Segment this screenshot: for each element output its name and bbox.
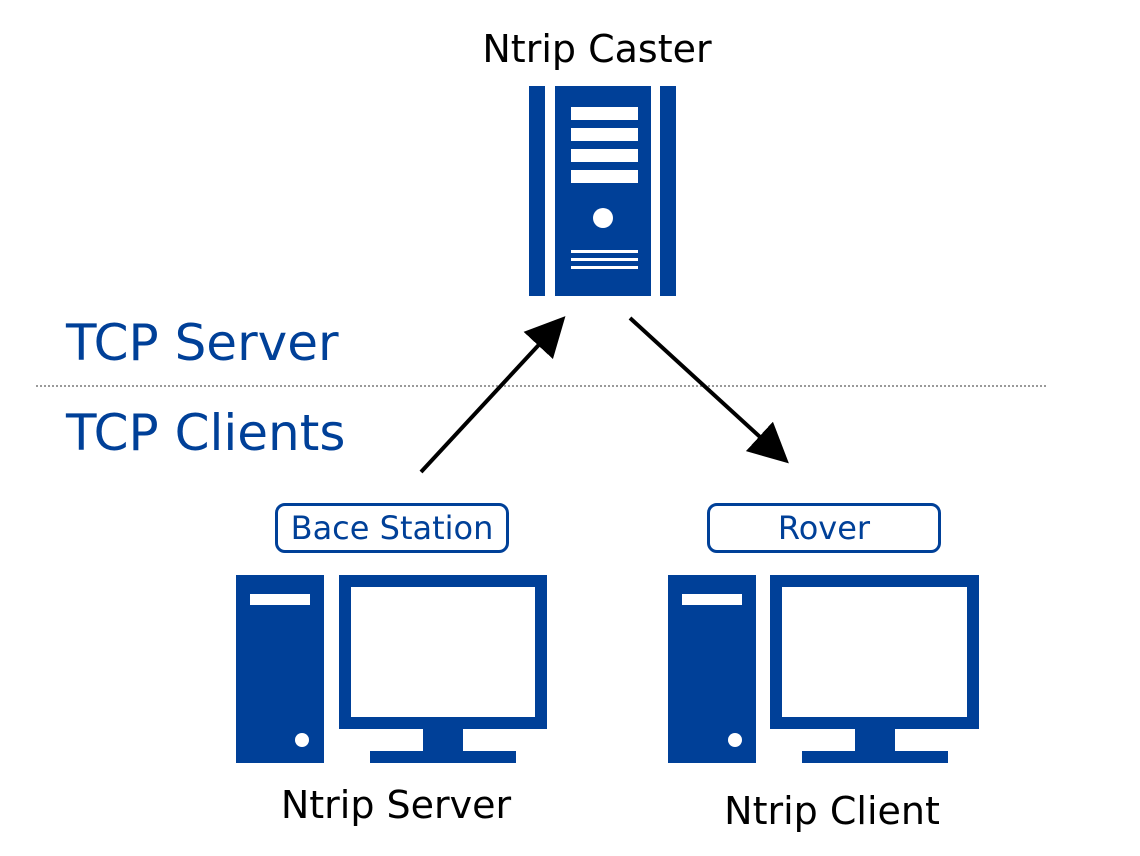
role-tag-base-station: Bace Station [275,503,509,553]
role-tag-label: Bace Station [290,509,494,547]
tier-label-clients: TCP Clients [66,404,346,462]
ntrip-client-label: Ntrip Client [724,789,940,833]
arrow-up-right-icon [419,316,566,474]
desktop-computer-icon [236,575,547,763]
tier-label-server: TCP Server [66,314,339,372]
caster-label: Ntrip Caster [482,27,712,71]
server-tower-icon [529,86,676,296]
role-tag-rover: Rover [707,503,941,553]
role-tag-label: Rover [777,509,871,547]
tier-divider [36,385,1046,387]
ntrip-server-label: Ntrip Server [280,783,512,827]
arrow-down-right-icon [628,316,789,464]
desktop-computer-icon [668,575,979,763]
